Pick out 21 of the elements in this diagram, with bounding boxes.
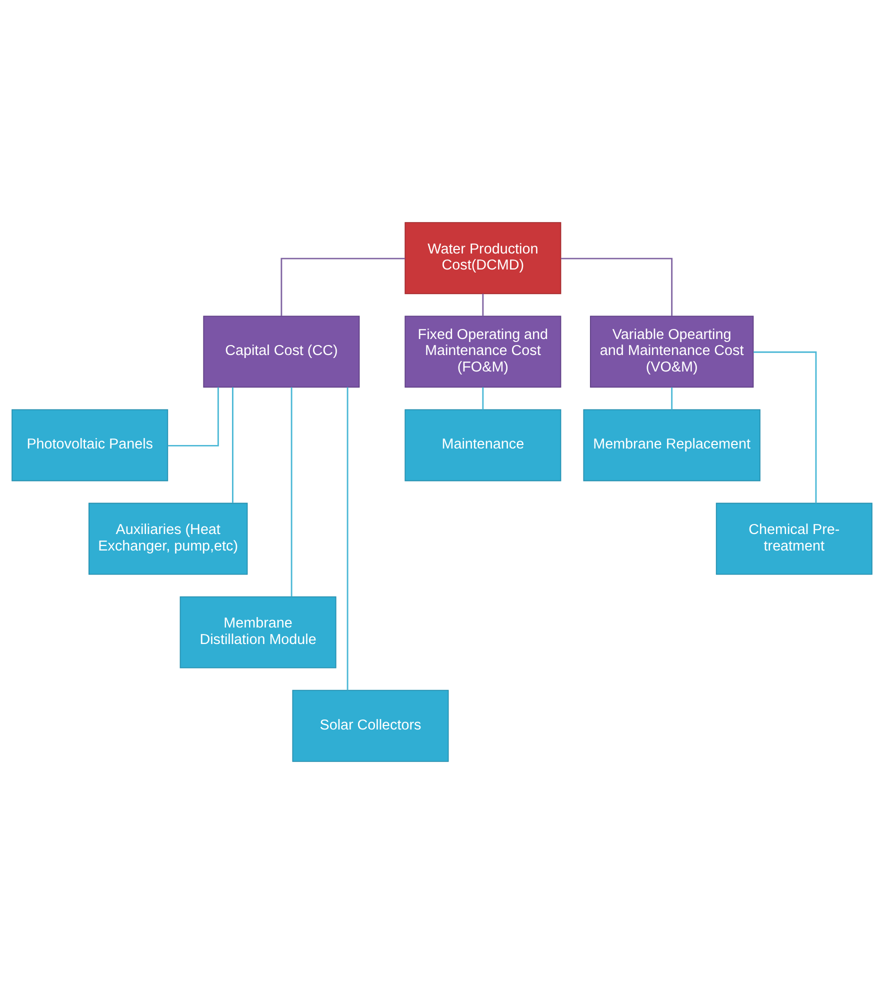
connector bbox=[290, 386, 292, 596]
node-box: Membrane Replacement bbox=[583, 408, 760, 481]
connector bbox=[671, 386, 673, 410]
connector bbox=[482, 386, 484, 410]
connector bbox=[232, 386, 234, 502]
connector bbox=[168, 386, 219, 446]
node-box: Chemical Pre-treatment bbox=[716, 502, 872, 574]
node-box: Maintenance bbox=[404, 408, 562, 481]
node-box: Solar Collectors bbox=[292, 689, 449, 762]
node-box: Fixed Operating and Maintenance Cost (FO&M) bbox=[404, 315, 562, 388]
connector bbox=[346, 386, 348, 690]
connector bbox=[560, 257, 673, 316]
node-box: Variable Opearting and Maintenance Cost (VO&M) bbox=[590, 315, 754, 388]
connector bbox=[754, 350, 817, 503]
connector bbox=[482, 293, 484, 316]
node-box: Auxiliaries (Heat Exchanger, pump,etc) bbox=[88, 502, 248, 574]
connector bbox=[280, 257, 406, 316]
node-box: Water Production Cost(DCMD) bbox=[404, 222, 562, 294]
node-box: Photovoltaic Panels bbox=[12, 408, 168, 481]
node-box: Membrane Distillation Module bbox=[180, 596, 336, 668]
node-box: Capital Cost (CC) bbox=[203, 315, 360, 388]
